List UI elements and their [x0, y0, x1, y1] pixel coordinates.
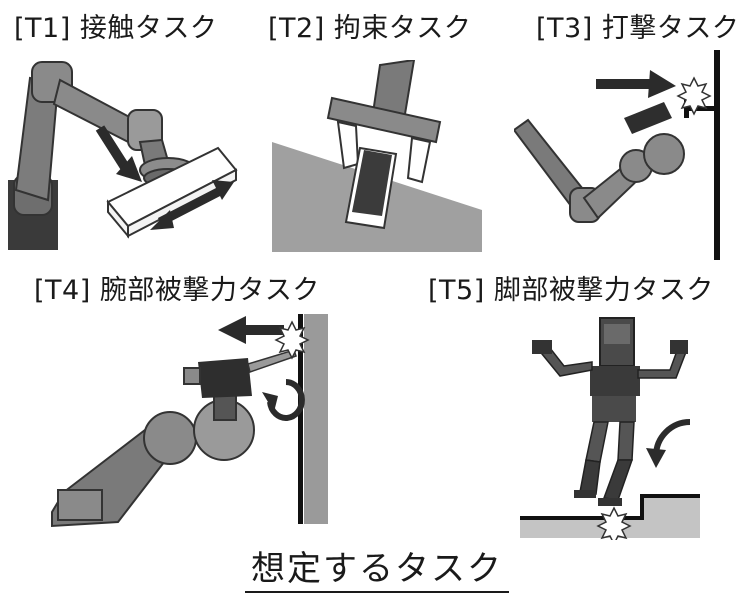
- t4-impact-star: [274, 320, 310, 360]
- t4-wall: [304, 314, 328, 524]
- t1-motion-arrow: [150, 180, 234, 230]
- t1-contact-illustration: [8, 61, 238, 250]
- t5-step-surface: [520, 496, 700, 538]
- t4-rotation-arrow: [267, 379, 305, 421]
- t3-wall: [714, 50, 720, 260]
- t2-gripper-bar: [326, 96, 442, 144]
- t4-impact-arrow: [218, 316, 284, 344]
- task-label-t1: [T1] 接触タスク: [14, 13, 218, 44]
- t5-leg-impact-illustration: [520, 317, 700, 540]
- t4-end-effector: [198, 358, 252, 398]
- task-label-t4: [T4] 腕部被撃力タスク: [34, 275, 320, 306]
- figure-caption: 想定するタスク: [0, 541, 754, 593]
- task-label-t3: [T3] 打撃タスク: [536, 13, 740, 44]
- t5-humanoid-robot: [532, 317, 688, 506]
- t3-strike-arrow: [596, 70, 676, 98]
- t2-constraint-illustration: [272, 60, 482, 252]
- t5-impact-star: [596, 506, 632, 540]
- t3-hammer-head: [624, 102, 672, 134]
- t3-strike-illustration: [514, 50, 720, 260]
- task-label-t5: [T5] 脚部被撃力タスク: [428, 275, 714, 306]
- caption-text: 想定するタスク: [245, 549, 509, 593]
- task-label-t2: [T2] 拘束タスク: [268, 13, 472, 44]
- t1-force-arrow: [95, 125, 142, 182]
- t4-arm-impact-illustration: [51, 314, 328, 528]
- t3-impact-star: [676, 76, 712, 116]
